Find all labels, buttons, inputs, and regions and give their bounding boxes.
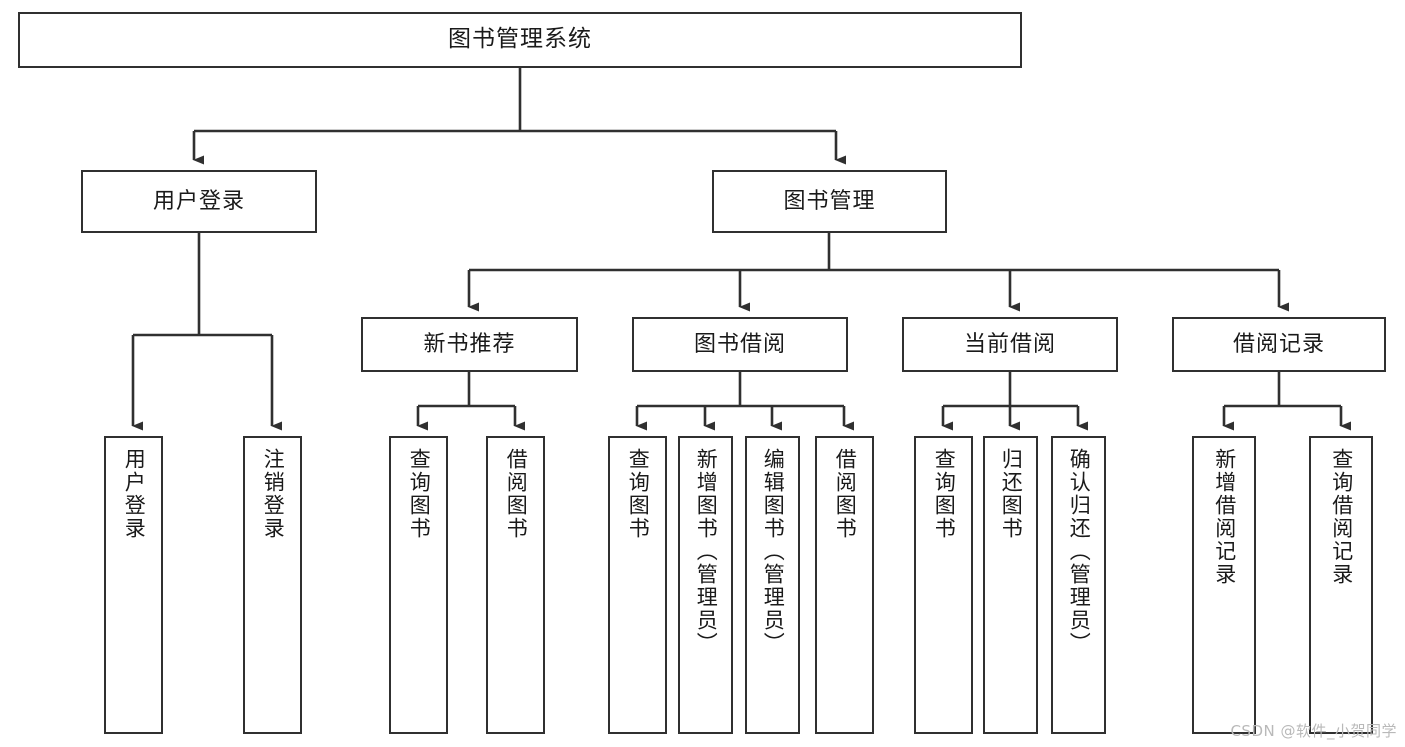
node-label: 借阅记录 — [1232, 331, 1325, 357]
node-label: 新增借阅记录 — [1212, 448, 1237, 586]
node-book-borrow[interactable]: 图书借阅 — [632, 317, 848, 372]
node-label: 查询图书 — [932, 448, 957, 540]
node-label: 新书推荐 — [423, 331, 516, 357]
node-label: 归还图书 — [999, 448, 1024, 540]
node-leaf-borrow-book-1[interactable]: 借阅图书 — [486, 436, 545, 734]
node-leaf-query-book-2[interactable]: 查询图书 — [608, 436, 667, 734]
node-label: 确认归还（管理员） — [1067, 448, 1092, 655]
watermark-text: CSDN @软件_小贺同学 — [1230, 722, 1397, 740]
node-label: 借阅图书 — [504, 448, 529, 540]
node-leaf-confirm-return[interactable]: 确认归还（管理员） — [1051, 436, 1106, 734]
node-leaf-borrow-book-2[interactable]: 借阅图书 — [815, 436, 874, 734]
node-leaf-add-record[interactable]: 新增借阅记录 — [1192, 436, 1256, 734]
node-book-management[interactable]: 图书管理 — [712, 170, 947, 233]
node-label: 图书管理 — [783, 188, 876, 214]
node-new-book-recommend[interactable]: 新书推荐 — [361, 317, 578, 372]
node-label: 查询图书 — [407, 448, 432, 540]
node-label: 当前借阅 — [963, 331, 1056, 357]
node-leaf-query-book-1[interactable]: 查询图书 — [389, 436, 448, 734]
node-label: 查询图书 — [626, 448, 651, 540]
node-user-login[interactable]: 用户登录 — [81, 170, 317, 233]
node-label: 编辑图书（管理员） — [761, 448, 786, 655]
node-label: 用户登录 — [152, 188, 245, 214]
node-label: 新增图书（管理员） — [694, 448, 719, 655]
node-label: 用户登录 — [122, 448, 147, 540]
node-leaf-edit-book[interactable]: 编辑图书（管理员） — [745, 436, 800, 734]
node-borrow-record[interactable]: 借阅记录 — [1172, 317, 1386, 372]
node-label: 借阅图书 — [833, 448, 858, 540]
node-label: 图书管理系统 — [448, 26, 592, 53]
node-leaf-user-login[interactable]: 用户登录 — [104, 436, 163, 734]
node-leaf-return-book[interactable]: 归还图书 — [983, 436, 1038, 734]
node-leaf-logout-login[interactable]: 注销登录 — [243, 436, 302, 734]
node-book-management-system[interactable]: 图书管理系统 — [18, 12, 1022, 68]
node-leaf-query-record[interactable]: 查询借阅记录 — [1309, 436, 1373, 734]
node-label: 图书借阅 — [693, 331, 786, 357]
node-leaf-add-book[interactable]: 新增图书（管理员） — [678, 436, 733, 734]
node-leaf-query-book-3[interactable]: 查询图书 — [914, 436, 973, 734]
node-label: 查询借阅记录 — [1329, 448, 1354, 586]
node-current-borrow[interactable]: 当前借阅 — [902, 317, 1118, 372]
node-label: 注销登录 — [261, 448, 286, 540]
